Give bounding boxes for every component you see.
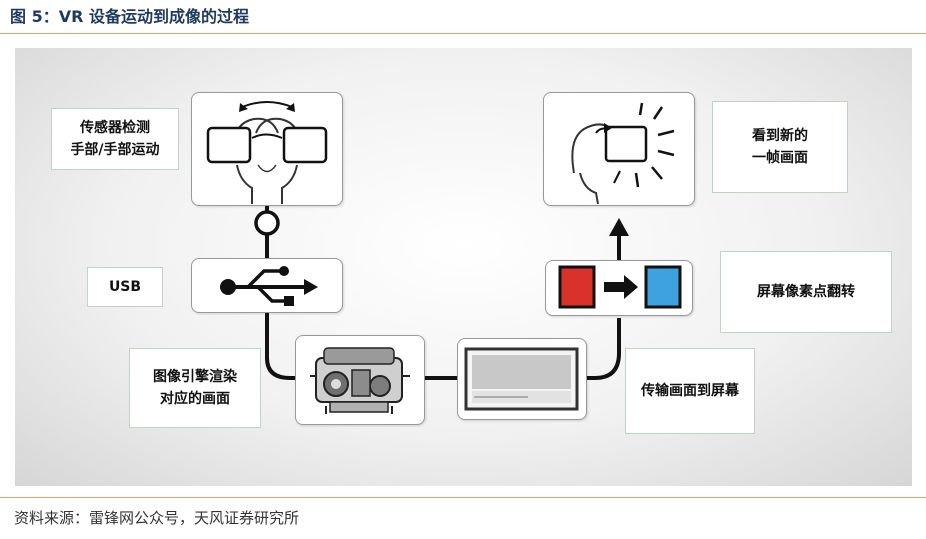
connector-node-circle [254,210,280,236]
screen-box [457,338,587,420]
label-pixel-flip: 屏幕像素点翻转 [720,251,892,333]
screen-icon [464,347,579,411]
pixel-flip-box [545,260,693,316]
engine-icon [310,347,410,414]
label-usb-text: USB [108,279,142,295]
vr-view-icon [571,102,675,204]
label-sensor-line2: 手部/手部运动 [70,142,160,158]
label-new-frame-line1: 看到新的 [752,128,808,144]
label-render-line2: 对应的画面 [160,391,230,407]
top-rule [0,33,926,34]
engine-box [295,335,425,425]
label-new-frame: 看到新的 一帧画面 [712,101,848,193]
label-transfer: 传输画面到屏幕 [625,348,755,434]
vr-view-box [543,92,695,206]
pixel-flip-icon [558,265,682,309]
label-transfer-text: 传输画面到屏幕 [641,383,739,399]
flow-connectors [254,206,629,380]
diagram-panel: 传感器检测 手部/手部运动 USB 图像引擎渲染 对应的画面 传输画面到屏幕 屏… [15,48,912,486]
label-render-line1: 图像引擎渲染 [153,369,237,385]
usb-icon [220,266,318,306]
connector-usb-to-engine [265,313,295,380]
label-usb: USB [87,267,163,307]
label-new-frame-line2: 一帧画面 [752,150,808,166]
bottom-rule [0,497,926,498]
label-sensor-line1: 传感器检测 [80,120,150,136]
head-motion-box [191,92,343,206]
arrow-up-head [609,218,629,236]
source-note: 资料来源：雷锋网公众号，天风证券研究所 [14,509,300,527]
vr-head-motion-icon [206,101,328,204]
label-render: 图像引擎渲染 对应的画面 [129,348,261,428]
label-sensor: 传感器检测 手部/手部运动 [51,108,179,170]
label-pixel-flip-text: 屏幕像素点翻转 [757,284,855,300]
connector-screen-to-pixels [587,318,621,380]
figure-title: 图 5：VR 设备运动到成像的过程 [10,7,249,26]
usb-box [191,258,343,313]
